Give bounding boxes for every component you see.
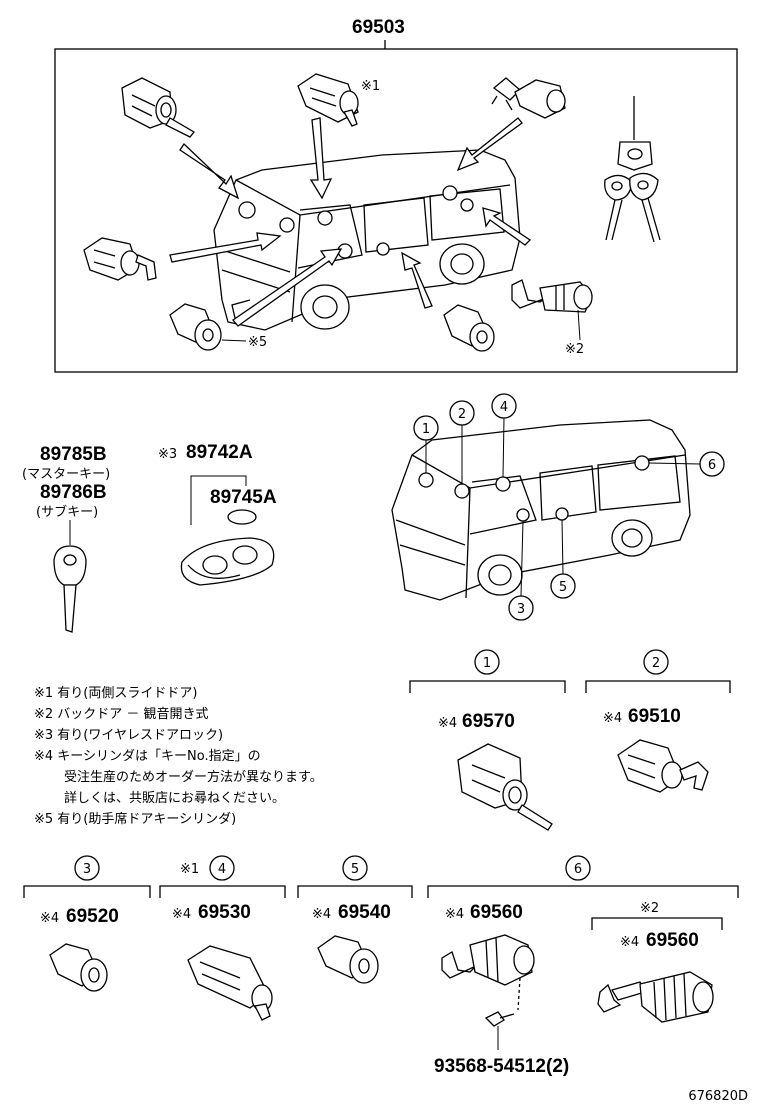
svg-text:3: 3 bbox=[83, 862, 91, 877]
part-69570[interactable]: 69570 bbox=[462, 711, 515, 732]
svg-text:5: 5 bbox=[351, 862, 359, 877]
svg-text:※2: ※2 bbox=[640, 901, 659, 916]
svg-text:5: 5 bbox=[559, 580, 567, 595]
part-69560-a[interactable]: 69560 bbox=[470, 902, 523, 923]
lock-cylinder-top-right bbox=[491, 77, 566, 119]
part-69520[interactable]: 69520 bbox=[66, 906, 119, 927]
svg-text:3: 3 bbox=[517, 602, 525, 617]
lock-cylinder-top-center bbox=[297, 73, 359, 127]
remote-part[interactable]: 89742A bbox=[186, 442, 253, 463]
svg-text:※4: ※4 bbox=[445, 907, 464, 922]
note1-mark-top: ※1 bbox=[361, 79, 380, 94]
group-4: ※1 4 ※4 69530 bbox=[159, 855, 286, 1021]
svg-text:※4: ※4 bbox=[438, 716, 457, 731]
group-5: 5 ※4 69540 bbox=[297, 855, 413, 984]
remote-mark: ※3 bbox=[158, 447, 177, 462]
note5-mark-top: ※5 bbox=[248, 335, 267, 350]
svg-text:※4: ※4 bbox=[312, 907, 331, 922]
sub-key-part[interactable]: 89786B bbox=[40, 482, 107, 503]
pointer-arrows bbox=[169, 117, 532, 327]
svg-text:※4: ※4 bbox=[40, 911, 59, 926]
group-6: 6 ※4 69560 93568-54512(2) ※2 ※4 69560 bbox=[427, 855, 739, 1077]
svg-text:6: 6 bbox=[708, 458, 716, 473]
group-3: 3 ※4 69520 bbox=[23, 855, 151, 992]
sub-key-label: (サブキー) bbox=[36, 504, 98, 520]
svg-text:4: 4 bbox=[218, 862, 226, 877]
part-69510[interactable]: 69510 bbox=[628, 706, 681, 727]
key-pair-illustration bbox=[604, 96, 661, 243]
svg-text:※4: ※4 bbox=[620, 935, 639, 950]
key-illustration bbox=[53, 545, 87, 633]
note2-mark-top: ※2 bbox=[565, 342, 584, 357]
part-69560-b[interactable]: 69560 bbox=[646, 930, 699, 951]
svg-text:2: 2 bbox=[652, 656, 660, 671]
battery-illustration bbox=[227, 509, 257, 525]
part-69530[interactable]: 69530 bbox=[198, 902, 251, 923]
svg-text:6: 6 bbox=[574, 862, 582, 877]
master-key-part[interactable]: 89785B bbox=[40, 444, 107, 465]
lock-cylinder-back-door-top bbox=[511, 279, 593, 313]
lock-cylinder-top-left bbox=[121, 77, 195, 138]
note-4-line2: 受注生産のためオーダー方法が異なります。 bbox=[64, 769, 323, 785]
note-1: ※1 有り(両側スライドドア) bbox=[34, 686, 197, 701]
set-frame bbox=[54, 48, 738, 373]
svg-text:4: 4 bbox=[500, 400, 508, 415]
svg-text:※4: ※4 bbox=[603, 711, 622, 726]
svg-text:2: 2 bbox=[458, 407, 466, 422]
lock-cylinder-left bbox=[83, 237, 157, 281]
note-3: ※3 有り(ワイヤレスドアロック) bbox=[34, 728, 223, 743]
van-illustration-callouts bbox=[391, 419, 691, 601]
diagram-code: 676820D bbox=[688, 1089, 748, 1104]
battery-part[interactable]: 89745A bbox=[210, 487, 277, 508]
note-4-line3: 詳しくは、共販店にお尋ねください。 bbox=[64, 790, 285, 806]
remote-transmitter-illustration bbox=[180, 537, 275, 586]
group-2: 2 ※4 69510 bbox=[585, 649, 731, 793]
callout-circles: 1 2 4 6 3 5 bbox=[413, 393, 725, 621]
lock-cylinder-passenger bbox=[169, 303, 222, 351]
note-4: ※4 キーシリンダは「キーNo.指定」の bbox=[34, 749, 261, 764]
group-1: 1 ※4 69570 bbox=[409, 649, 566, 831]
set-part-number[interactable]: 69503 bbox=[352, 17, 405, 38]
note-2: ※2 バックドア － 観音開き式 bbox=[34, 706, 209, 722]
svg-text:1: 1 bbox=[422, 422, 430, 437]
svg-text:※4: ※4 bbox=[172, 907, 191, 922]
screw-part-93568[interactable]: 93568-54512(2) bbox=[434, 1056, 569, 1077]
master-key-label: (マスターキー) bbox=[22, 467, 110, 482]
part-69540[interactable]: 69540 bbox=[338, 902, 391, 923]
svg-text:1: 1 bbox=[483, 656, 491, 671]
lock-cylinder-bottom-center bbox=[443, 304, 495, 352]
svg-text:※1: ※1 bbox=[180, 862, 199, 877]
note-5: ※5 有り(助手席ドアキーシリンダ) bbox=[34, 811, 236, 827]
notes-block: ※1 有り(両側スライドドア) ※2 バックドア － 観音開き式 ※3 有り(ワ… bbox=[34, 686, 323, 827]
